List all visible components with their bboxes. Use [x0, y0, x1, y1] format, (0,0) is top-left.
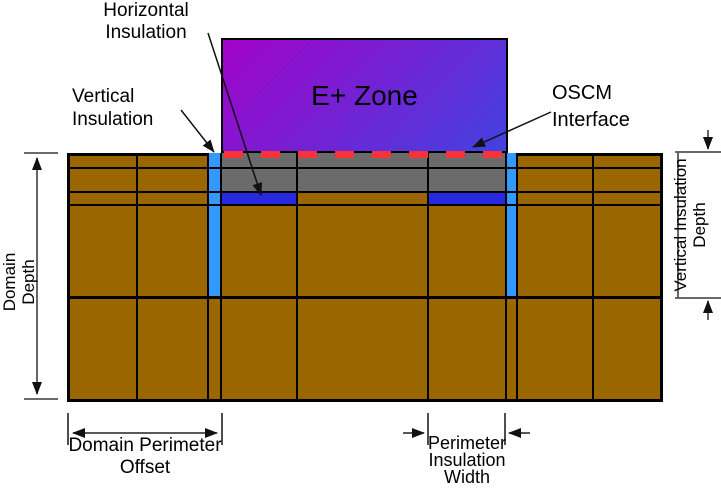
eplus-zone-box: E+ Zone [221, 38, 508, 153]
perimeter-insulation-width-label: Perimeter Insulation Width [427, 433, 507, 487]
vertical-insulation-left-border-b [220, 153, 222, 402]
vertical-insulation-depth-label: Vertical Insulation Depth [671, 158, 709, 292]
domain-perimeter-offset-label: Domain Perimeter Offset [68, 435, 222, 478]
eplus-zone-label: E+ Zone [311, 80, 418, 111]
vertical-insulation-left-border-a [207, 153, 209, 402]
grid-hline-1 [67, 167, 663, 169]
slab-region [222, 153, 507, 193]
vertical-insulation-right-border-b [516, 153, 518, 402]
horizontal-insulation-left [222, 193, 298, 206]
vertical-insulation-leader-arrow [180, 109, 215, 153]
ground-domain-box [67, 153, 663, 402]
domain-depth-label: Domain Depth [0, 252, 38, 312]
grid-vline-4 [592, 153, 594, 402]
grid-vline-2 [296, 153, 298, 402]
grid-hline-3 [67, 204, 663, 206]
grid-hline-2 [67, 191, 663, 193]
horizontal-insulation-right [428, 193, 507, 206]
horizontal-insulation-label: Horizontal Insulation [103, 0, 189, 43]
vertical-insulation-right-border-a [505, 153, 507, 402]
oscm-interface-label: OSCM Interface [552, 82, 630, 131]
grid-vline-3 [427, 153, 429, 402]
grid-hline-4 [67, 296, 663, 299]
vertical-insulation-right [506, 153, 518, 298]
grid-vline-1 [136, 153, 138, 402]
vertical-insulation-label: Vertical Insulation [72, 86, 154, 130]
oscm-interface-dashed-line [224, 151, 506, 158]
